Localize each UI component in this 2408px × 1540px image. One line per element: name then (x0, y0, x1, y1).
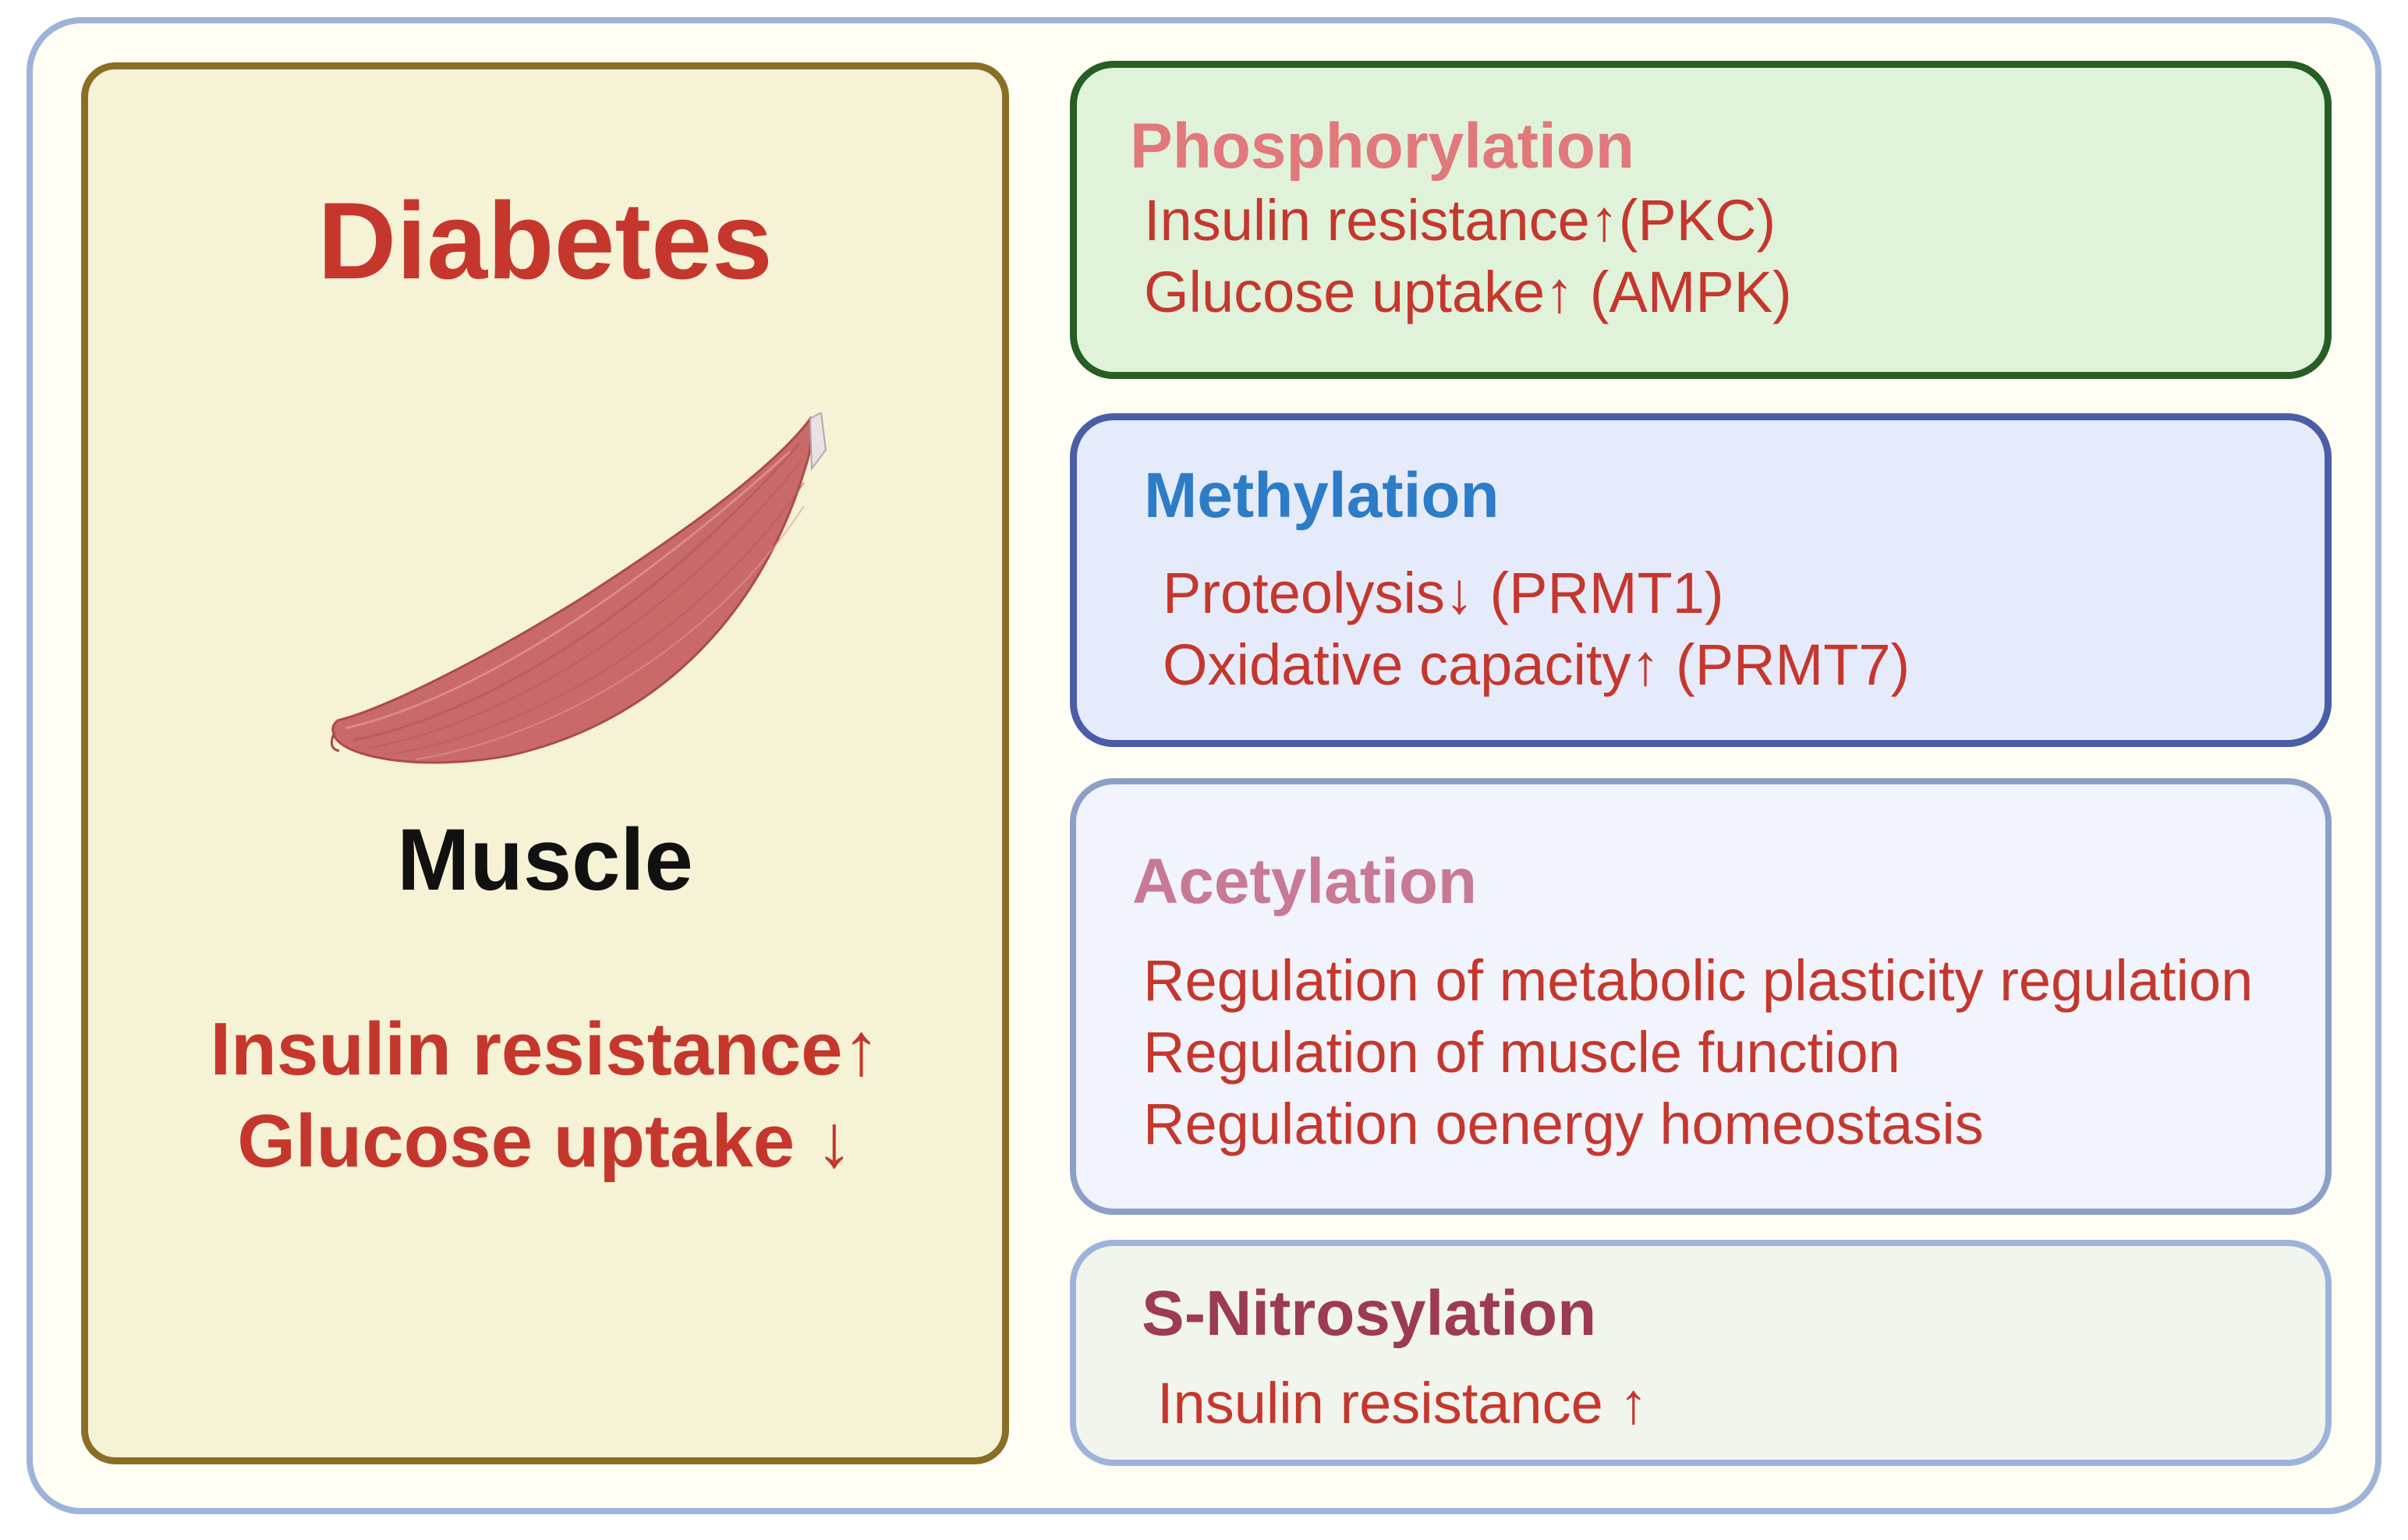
effect-line: Glucose uptake↑ (AMPK) (1144, 260, 1792, 324)
acetylation-box: Acetylation Regulation of metabolic plas… (1070, 778, 2332, 1215)
effect-line: Insulin resistance↑(PKC) (1144, 188, 1776, 253)
effect-line: Regulation of metabolic plasticity regul… (1143, 948, 2254, 1013)
diabetes-title: Diabetes (317, 179, 773, 302)
muscle-label: Muscle (397, 811, 693, 908)
s-nitrosylation-box: S-Nitrosylation Insulin resistance ↑ (1070, 1240, 2332, 1466)
effect-line: Regulation of muscle function (1143, 1020, 1900, 1085)
effect-insulin-resistance: Insulin resistance↑ (210, 1007, 880, 1091)
methylation-effects: Proteolysis↓ (PRMT1) Oxidative capacity↑… (1163, 558, 1910, 701)
diabetes-effects: Insulin resistance↑ Glucose uptake ↓ (88, 1004, 1002, 1188)
effect-line: Regulation oenergy homeostasis (1143, 1092, 1984, 1156)
methylation-title: Methylation (1144, 460, 1500, 531)
phosphorylation-box: Phosphorylation Insulin resistance↑(PKC)… (1070, 61, 2332, 379)
phosphorylation-effects: Insulin resistance↑(PKC) Glucose uptake↑… (1144, 185, 1792, 328)
acetylation-title: Acetylation (1132, 846, 1477, 917)
effect-line: Oxidative capacity↑ (PRMT7) (1163, 632, 1910, 697)
effect-line: Insulin resistance ↑ (1157, 1371, 1648, 1436)
acetylation-effects: Regulation of metabolic plasticity regul… (1143, 945, 2253, 1160)
effect-glucose-uptake: Glucose uptake ↓ (237, 1099, 853, 1183)
s-nitrosylation-title: S-Nitrosylation (1142, 1278, 1597, 1349)
phosphorylation-title: Phosphorylation (1130, 111, 1634, 182)
methylation-box: Methylation Proteolysis↓ (PRMT1) Oxidati… (1070, 413, 2332, 747)
muscle-illustration-icon (330, 412, 827, 764)
diabetes-muscle-panel: Diabetes Muscle Insulin resistance↑ Gluc… (81, 62, 1009, 1464)
s-nitrosylation-effects: Insulin resistance ↑ (1157, 1368, 1648, 1439)
effect-line: Proteolysis↓ (PRMT1) (1163, 561, 1724, 625)
